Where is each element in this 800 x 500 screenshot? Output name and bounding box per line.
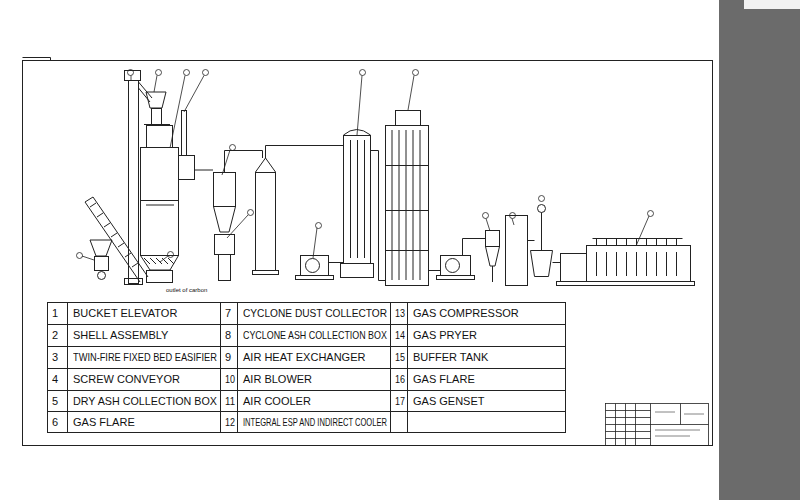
item-number: 8: [225, 325, 231, 346]
item-number: 9: [225, 347, 231, 368]
item-name: SCREW CONVEYOR: [73, 369, 180, 390]
gas-flare: [531, 205, 561, 277]
gasifier-shell: [141, 111, 195, 283]
item-number: 4: [52, 369, 58, 390]
item-number: 2: [52, 325, 58, 346]
item-name: CYCLONE DUST COLLECTOR: [243, 303, 387, 324]
callout-leaders: [77, 70, 654, 263]
item-name: AIR HEAT EXCHANGER: [243, 347, 365, 368]
gas-pryer: [486, 231, 500, 283]
item-number: 12: [225, 412, 235, 432]
item-name: SHELL ASSEMBLY: [73, 325, 168, 346]
item-number: 13: [395, 303, 405, 324]
side-panel: [719, 0, 800, 500]
note-text: outlet of carbon: [166, 286, 207, 295]
item-number: 7: [225, 303, 231, 324]
item-name: CYCLONE ASH COLLECTION BOX: [243, 325, 387, 346]
item-name: BUFFER TANK: [413, 347, 488, 368]
item-name: GAS PRYER: [413, 325, 477, 346]
item-number: 11: [225, 391, 235, 411]
bucket-elevator: [125, 71, 153, 285]
item-number: 6: [52, 412, 58, 432]
item-number: 5: [52, 391, 58, 411]
air-cooler: [437, 239, 486, 280]
item-name: GAS GENSET: [413, 391, 485, 411]
esp-cooler: [386, 111, 441, 286]
item-name: GAS COMPRESSOR: [413, 303, 519, 324]
item-name: TWIN-FIRE FIXED BED EASIFIER: [73, 347, 217, 368]
item-number: 14: [395, 325, 405, 346]
item-number: 1: [52, 303, 58, 324]
item-name: GAS FLARE: [413, 369, 475, 390]
item-name: AIR COOLER: [243, 391, 311, 411]
corner-tab: [744, 0, 800, 9]
title-block: [606, 404, 709, 446]
heat-exchanger: [341, 130, 386, 281]
item-number: 16: [395, 369, 405, 390]
item-number: 15: [395, 347, 405, 368]
screw-conveyor: [85, 197, 148, 282]
item-number: 10: [225, 369, 235, 390]
flare-tower: [253, 146, 344, 275]
cyclone-collector: [195, 151, 263, 281]
air-blower: [296, 256, 344, 280]
item-name: GAS FLARE: [73, 412, 135, 432]
top-hopper: [144, 92, 170, 125]
item-name: DRY ASH COLLECTION BOX: [73, 391, 217, 411]
item-number: 3: [52, 347, 58, 368]
parts-table: [48, 303, 566, 433]
item-name: AIR BLOWER: [243, 369, 312, 390]
item-name: BUCKET ELEVATOR: [73, 303, 177, 324]
frame-tick: [23, 58, 51, 61]
drawing-frame: [23, 61, 713, 446]
gas-genset: [557, 239, 695, 286]
item-name: INTEGRAL ESP AND INDIRECT COOLER: [243, 412, 387, 432]
item-number: 17: [395, 391, 405, 411]
